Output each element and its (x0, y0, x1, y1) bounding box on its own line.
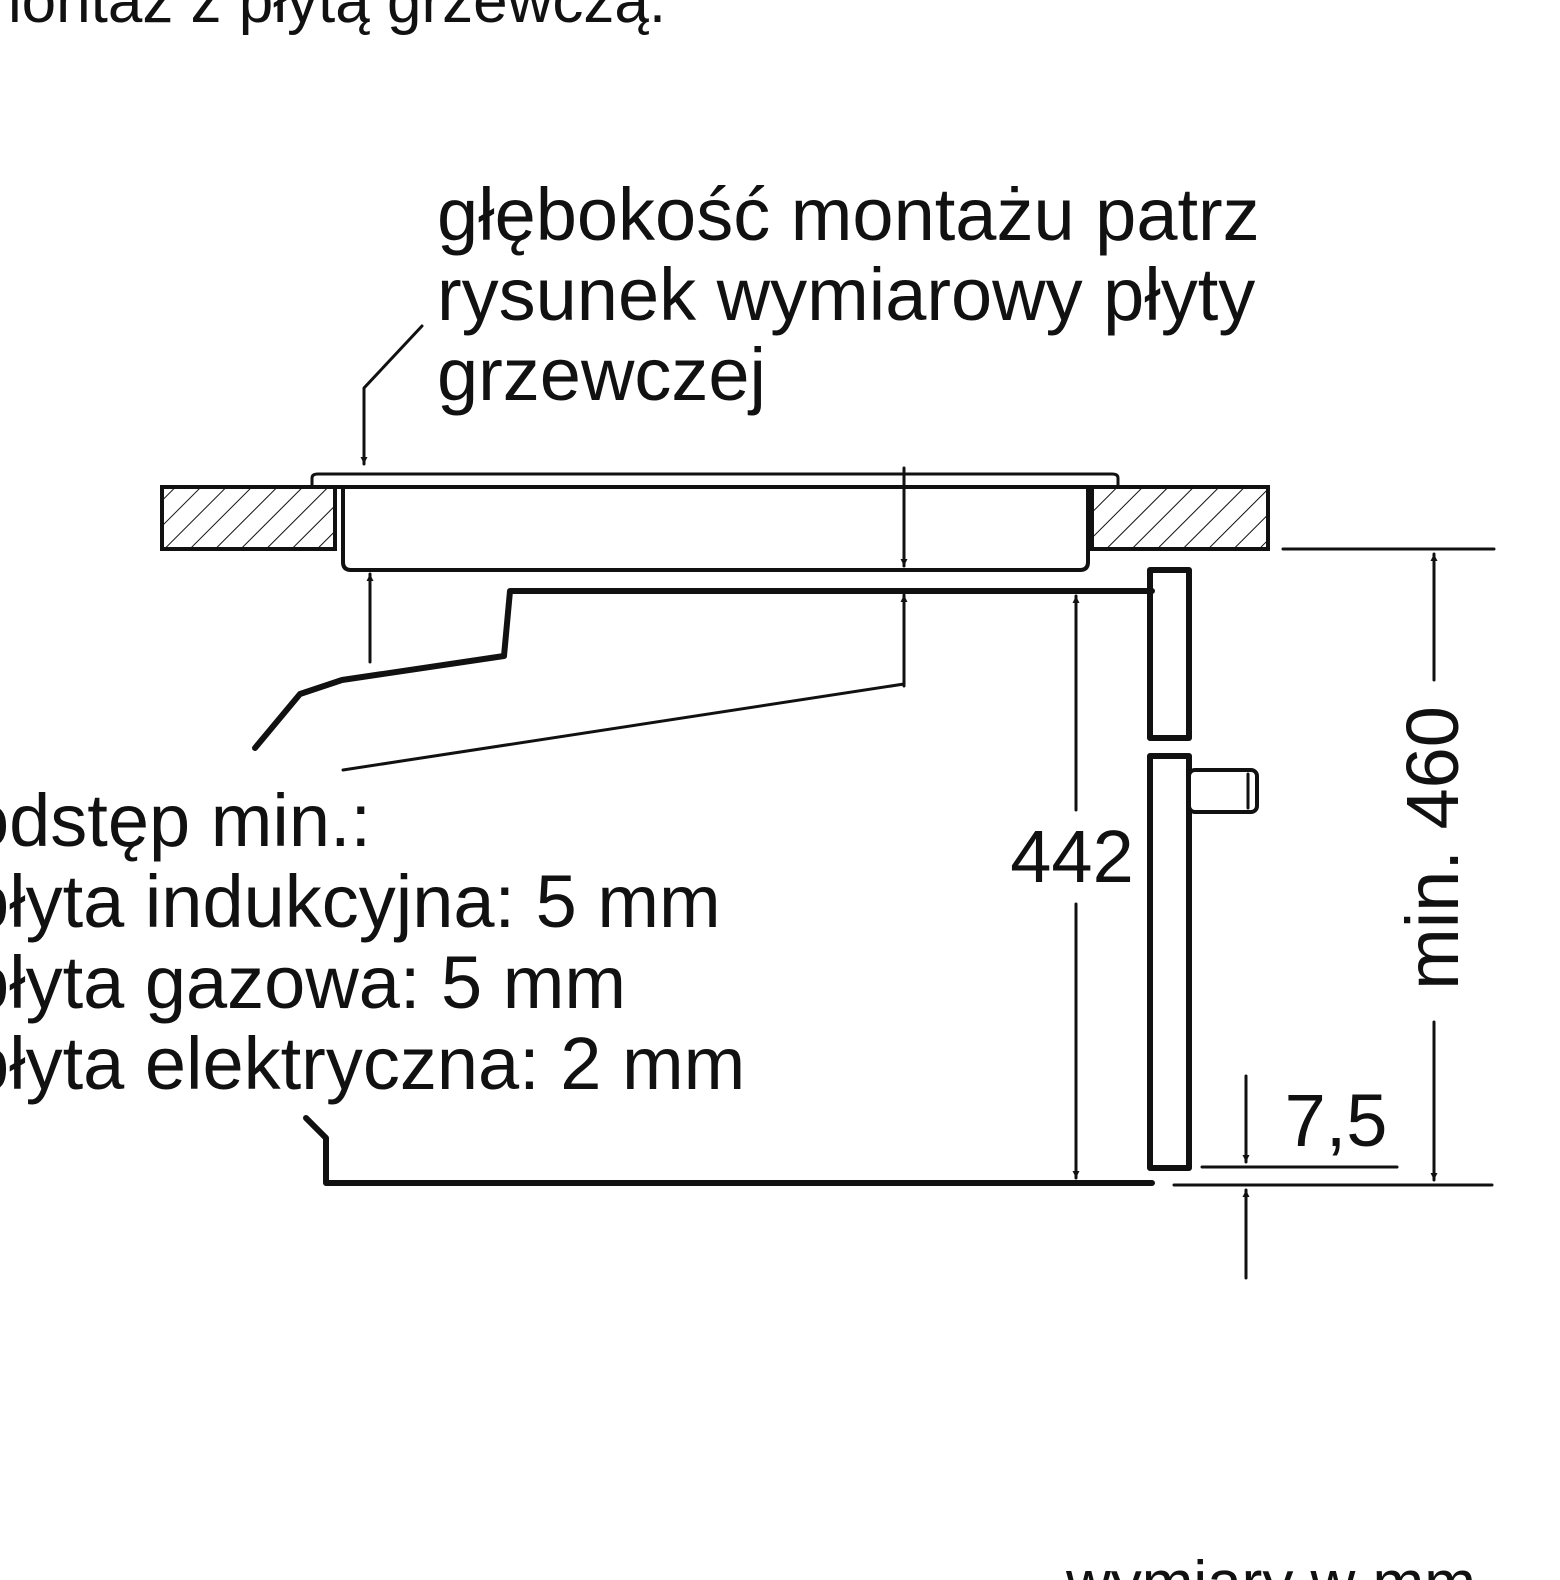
gap-callout-line-3: płyta gazowa: 5 mm (0, 941, 626, 1024)
worktop-right (1090, 485, 1270, 551)
oven-handle (1187, 768, 1259, 814)
gap-leader-line (341, 682, 906, 772)
units-note: wymiary w mm (1065, 1549, 1476, 1580)
hob-body (310, 485, 1120, 572)
depth-callout: głębokość montażu patrz rysunek wymiarow… (437, 173, 1260, 416)
depth-callout-line-1: głębokość montażu patrz (437, 173, 1260, 256)
dim-442-label: 442 (1010, 815, 1133, 898)
gap-callout-line-1: odstęp min.: (0, 779, 371, 862)
page-title: montaż z płytą grzewczą. (0, 0, 666, 36)
depth-callout-line-2: rysunek wymiarowy płyty (437, 253, 1255, 336)
oven-body (252, 588, 1155, 751)
oven-front-lower (1147, 753, 1192, 1171)
depth-leader-line (360, 324, 424, 466)
oven-front-upper (1147, 567, 1192, 741)
dim-460-label: min. 460 (1391, 706, 1474, 990)
gap-callout-line-4: płyta elektryczna: 2 mm (0, 1022, 745, 1105)
worktop-left (160, 485, 337, 551)
hob-rim (310, 472, 1120, 489)
dim-7-5-label: 7,5 (1285, 1079, 1388, 1162)
gap-callout-line-2: płyta indukcyjna: 5 mm (0, 860, 721, 943)
gap-callout: odstęp min.: płyta indukcyjna: 5 mm płyt… (0, 779, 745, 1105)
oven-base (303, 1115, 1155, 1186)
depth-callout-line-3: grzewczej (437, 333, 766, 416)
